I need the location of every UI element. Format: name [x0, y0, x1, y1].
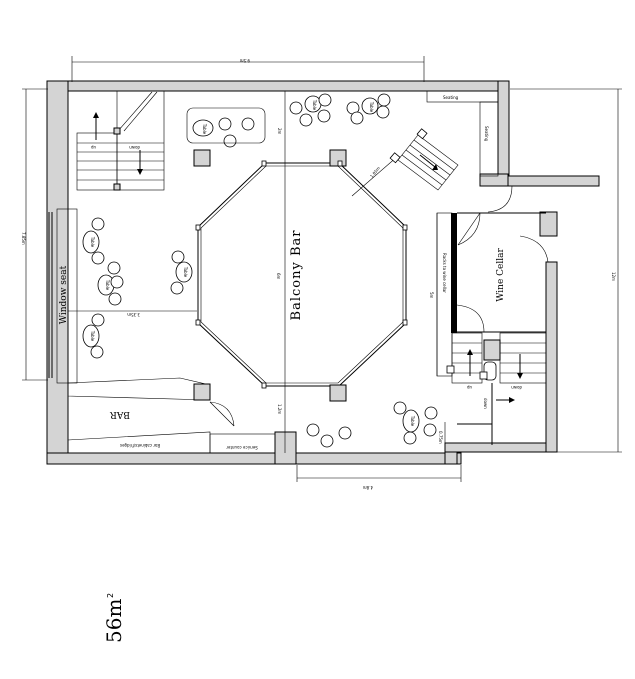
table-label-6: Table — [90, 330, 95, 342]
dim-right-label: 12m — [611, 272, 616, 281]
table-label-4: Table — [90, 236, 95, 248]
seating-nook: Seating Seating — [426, 90, 499, 177]
stairs-left: up down — [76, 90, 165, 191]
dim-gap-top: 2m — [277, 128, 282, 135]
area-value: 56m — [102, 599, 126, 643]
service-counter-label: Service counter — [226, 445, 258, 450]
dim-top-label: 9.5m — [240, 58, 250, 63]
window-seat-area: Window seat Table Table Table Table — [48, 208, 193, 384]
seating-label-side: Seating — [484, 126, 489, 142]
table-label-2: Table — [312, 99, 317, 111]
table-label-7: Table — [183, 266, 188, 278]
stairs-right-up-label: up — [466, 385, 472, 390]
seating-label-top: Seating — [443, 95, 459, 100]
wine-cellar-label: Wine Cellar — [496, 248, 506, 302]
dim-bottom-label: 4.8m — [363, 485, 373, 490]
area-label: 56m 2 — [102, 593, 126, 643]
table-label-5: Table — [105, 279, 110, 291]
stairs-left-up-label: up — [90, 145, 96, 150]
dim-gap-bottom: 1.2m — [277, 404, 282, 414]
table-label-1: Table — [202, 123, 207, 135]
bar-cabinets-label: Bar cabinets/fridges — [120, 443, 160, 448]
bar-label: BAR — [110, 409, 130, 419]
wine-cellar-area: Racks to wine cellar Wine Cellar up down — [436, 185, 549, 445]
stairs-right-down-label: down — [511, 385, 522, 390]
table-label-8: Table — [410, 415, 415, 427]
dim-step-gap: 0.75m — [438, 431, 443, 444]
table-label-3: Table — [369, 101, 374, 113]
table-group-bottom: Table — [306, 401, 438, 448]
dim-left-label: 7.85m — [21, 232, 26, 245]
dim-right-gap: 5m — [429, 292, 434, 299]
outer-walls — [46, 80, 600, 465]
bar-area: BAR Bar cabinets/fridges Service counter — [67, 377, 276, 454]
window-seat-label: Window seat — [59, 265, 69, 324]
dim-inner-v: 6m — [276, 273, 281, 280]
stairs-right-top — [389, 128, 459, 191]
wine-rack-label: Racks to wine cellar — [442, 253, 447, 293]
balcony-bar-octagon: Balcony Bar — [193, 149, 408, 402]
balcony-bar-label: Balcony Bar — [289, 230, 304, 321]
stairs-left-down-label: down — [129, 145, 140, 150]
corridor-down-label: down — [483, 398, 488, 409]
table-group-top-left: Table — [186, 107, 266, 167]
table-group-top-right: Table Table — [289, 93, 391, 127]
area-sup: 2 — [106, 593, 115, 598]
dim-inner-h: 3.35m — [127, 312, 140, 317]
